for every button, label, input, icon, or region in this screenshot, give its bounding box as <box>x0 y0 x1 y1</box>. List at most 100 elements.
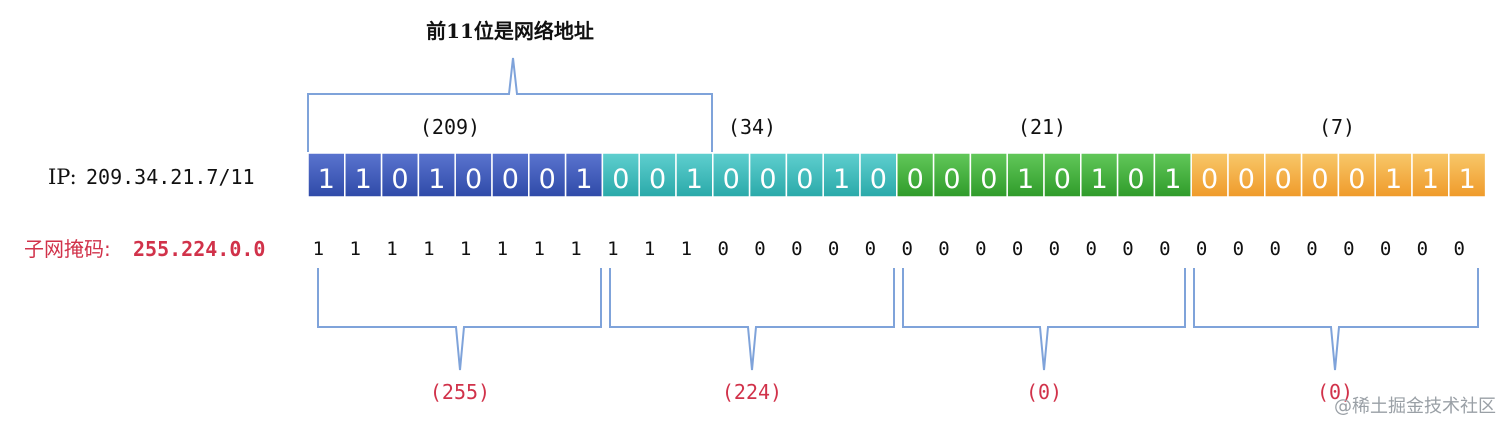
mask-bit-value: 0 <box>975 238 986 260</box>
mask-bit-value: 0 <box>1417 238 1428 260</box>
subnet-mask-label: 子网掩码: <box>24 237 111 261</box>
ip-bit-cell <box>344 152 383 198</box>
mask-bit-value: 0 <box>938 238 949 260</box>
ip-address-value: 209.34.21.7/11 <box>86 165 255 189</box>
mask-bit-value: 0 <box>1453 238 1464 260</box>
ip-bit-value: 1 <box>575 164 592 195</box>
ip-bit-value: 0 <box>796 164 813 195</box>
mask-octet-value-1: (255) <box>430 380 490 404</box>
ip-bit-value: 0 <box>1201 164 1218 195</box>
mask-octet-brace-2 <box>609 268 895 371</box>
ip-bit-value: 1 <box>1164 164 1181 195</box>
ip-bit-value: 1 <box>1459 164 1476 195</box>
mask-bit-value: 0 <box>754 238 765 260</box>
mask-bit-value: 0 <box>1049 238 1060 260</box>
mask-bit-value: 1 <box>607 238 618 260</box>
ip-bit-value: 1 <box>1091 164 1108 195</box>
mask-bit-value: 0 <box>828 238 839 260</box>
ip-bit-value: 1 <box>1017 164 1034 195</box>
ip-octet-label-2: (34) <box>728 115 776 139</box>
mask-bit-value: 0 <box>1012 238 1023 260</box>
ip-bit-value: 0 <box>723 164 740 195</box>
ip-bit-cell <box>528 152 567 198</box>
ip-bit-value: 1 <box>1422 164 1439 195</box>
mask-bit-value: 0 <box>865 238 876 260</box>
mask-bit-value: 0 <box>1233 238 1244 260</box>
ip-label: IP: <box>48 165 77 189</box>
ip-bit-value: 0 <box>391 164 408 195</box>
ip-bit-value: 0 <box>1275 164 1292 195</box>
ip-bit-cell <box>896 152 935 198</box>
ip-bit-value: 1 <box>318 164 335 195</box>
ip-bit-value: 0 <box>612 164 629 195</box>
ip-octet-label-1: (209) <box>420 115 480 139</box>
ip-octet-label-3: (21) <box>1018 115 1066 139</box>
mask-bit-value: 0 <box>1159 238 1170 260</box>
ip-bit-cell <box>1448 152 1487 198</box>
mask-bit-value: 1 <box>644 238 655 260</box>
watermark: @稀土掘金技术社区 <box>1334 396 1496 417</box>
mask-bit-value: 0 <box>1269 238 1280 260</box>
ip-bit-cell <box>1300 152 1340 198</box>
ip-bit-value: 1 <box>428 164 445 195</box>
ip-bit-cell <box>454 152 493 198</box>
ip-bit-value: 1 <box>686 164 703 195</box>
mask-bit-value: 1 <box>460 238 471 260</box>
mask-bit-value: 0 <box>1085 238 1096 260</box>
ip-bit-value: 1 <box>355 164 372 195</box>
ip-bit-cell <box>1116 152 1156 198</box>
ip-bit-value: 0 <box>539 164 556 195</box>
ip-bit-value: 0 <box>980 164 997 195</box>
mask-bit-value: 0 <box>717 238 728 260</box>
ip-bit-value: 0 <box>1054 164 1071 195</box>
mask-octet-value-2: (224) <box>722 380 782 404</box>
mask-bit-value: 0 <box>1380 238 1391 260</box>
ip-bit-value: 1 <box>1385 164 1402 195</box>
ip-bit-cell <box>1006 152 1045 198</box>
ip-bit-cell <box>712 152 751 198</box>
network-portion-brace <box>307 57 713 152</box>
mask-bit-value: 0 <box>791 238 802 260</box>
ip-bit-value: 0 <box>943 164 960 195</box>
mask-bit-value: 0 <box>1306 238 1317 260</box>
ip-bit-value: 0 <box>1127 164 1144 195</box>
ip-bit-value: 0 <box>759 164 776 195</box>
mask-bit-value: 1 <box>313 238 324 260</box>
mask-bit-value: 1 <box>533 238 544 260</box>
ip-bit-value: 0 <box>1348 164 1365 195</box>
mask-octet-brace-1 <box>317 268 602 371</box>
mask-bit-value: 0 <box>901 238 912 260</box>
ip-bit-cell <box>1080 152 1119 198</box>
ip-bit-cell <box>1411 152 1450 198</box>
ip-bit-cell <box>491 152 530 198</box>
ip-bit-value: 0 <box>502 164 519 195</box>
ip-octet-label-4: (7) <box>1319 115 1355 139</box>
ip-bit-cell <box>564 152 604 198</box>
ip-bit-cell <box>638 152 677 198</box>
mask-bit-value: 1 <box>386 238 397 260</box>
ip-bit-value: 0 <box>1238 164 1255 195</box>
ip-bit-cell <box>859 152 898 198</box>
ip-bit-cell <box>1337 152 1376 198</box>
mask-bit-value: 1 <box>570 238 581 260</box>
mask-octet-brace-3 <box>902 268 1186 371</box>
mask-bit-value: 0 <box>1196 238 1207 260</box>
mask-octet-value-3: (0) <box>1026 380 1062 404</box>
ip-bit-value: 0 <box>465 164 482 195</box>
ip-bit-cell <box>307 152 346 198</box>
mask-bit-value: 1 <box>349 238 360 260</box>
ip-bit-cell <box>1190 152 1229 198</box>
ip-bit-cell <box>380 152 420 198</box>
ip-bit-cell <box>1264 152 1303 198</box>
network-bits-title: 前11位是网络地址 <box>426 19 594 43</box>
mask-bit-value: 1 <box>423 238 434 260</box>
ip-bit-cell <box>785 152 824 198</box>
mask-bit-value: 0 <box>1343 238 1354 260</box>
ip-bit-value: 0 <box>907 164 924 195</box>
mask-octet-value-4: (0) <box>1317 380 1353 404</box>
ip-bit-cell <box>1043 152 1082 198</box>
mask-octet-brace-4 <box>1193 268 1479 371</box>
